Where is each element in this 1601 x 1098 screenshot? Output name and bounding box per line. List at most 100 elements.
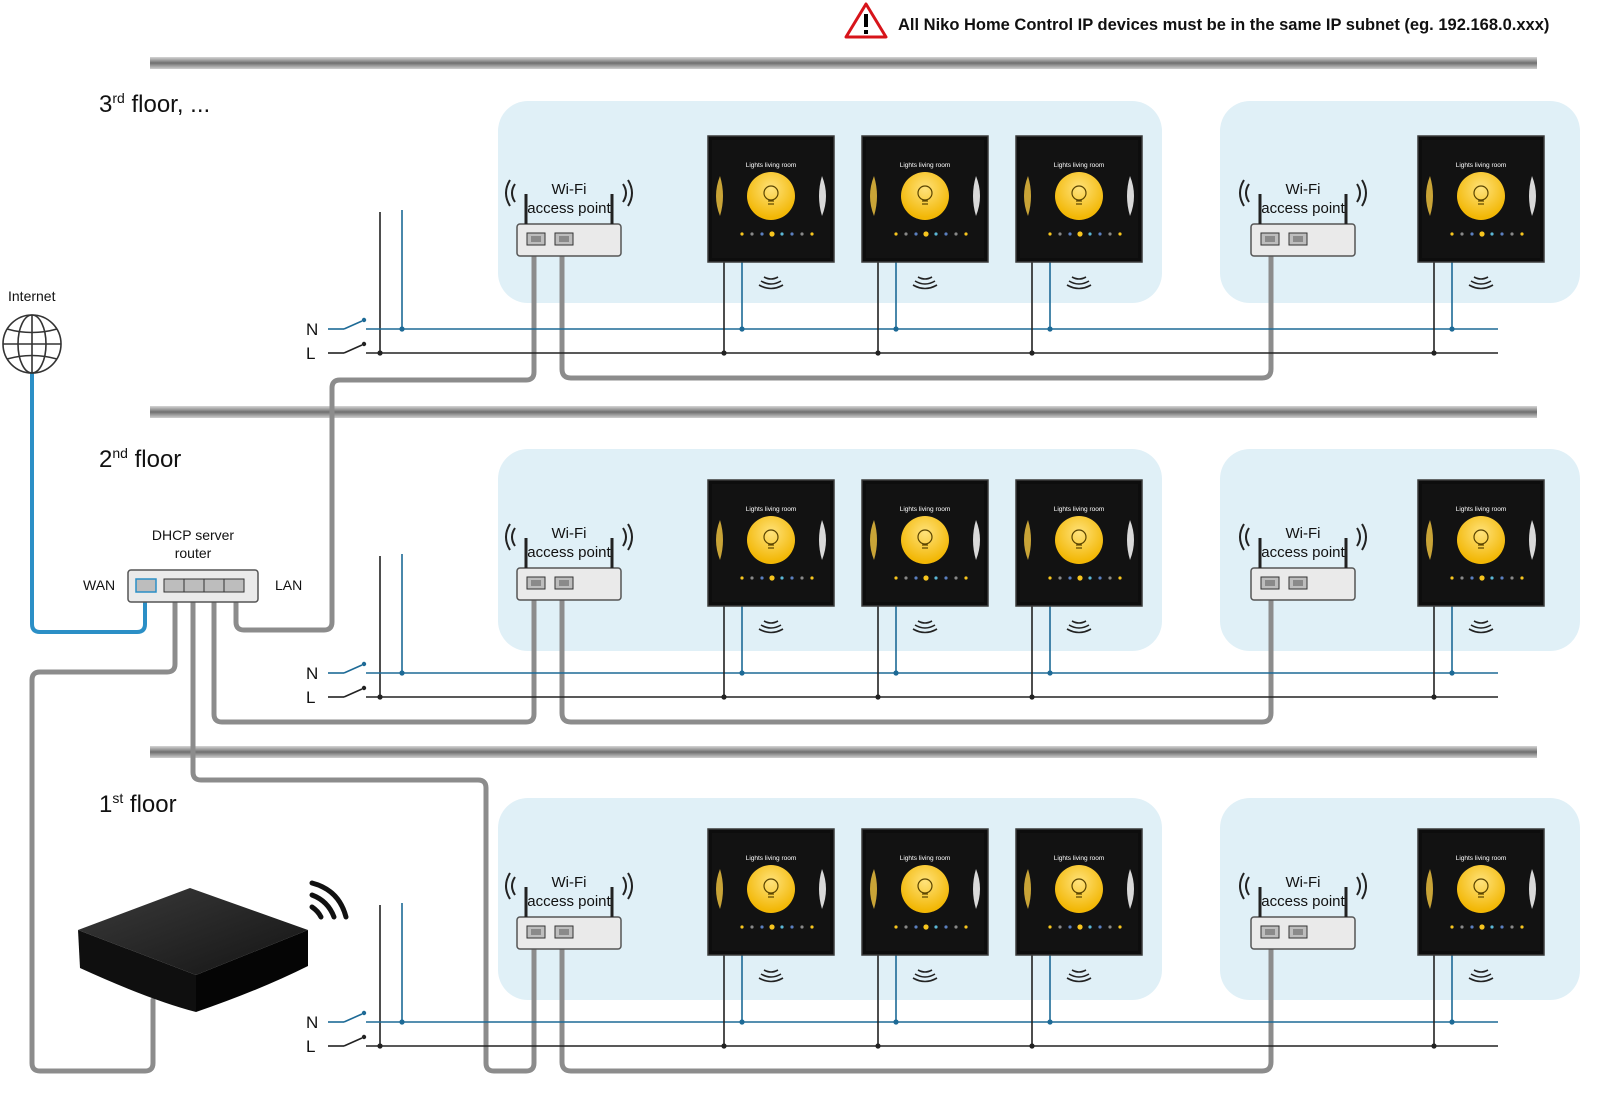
wifi-icon bbox=[309, 880, 349, 920]
access-point-label-line1: Wi-Fi bbox=[552, 181, 587, 198]
line-switch bbox=[343, 688, 363, 698]
touch-panel: Lights living room bbox=[861, 135, 989, 356]
floor-title-1: 1st floor bbox=[99, 790, 177, 818]
wire-junction bbox=[739, 326, 745, 332]
wire-junction bbox=[399, 326, 405, 332]
wire-junction bbox=[739, 1019, 745, 1025]
lan-port bbox=[223, 578, 245, 593]
switch-contact bbox=[361, 661, 367, 667]
internet-globe: Internet bbox=[2, 288, 62, 374]
lan-port bbox=[183, 578, 205, 593]
panel-screen-label: Lights living room bbox=[746, 855, 797, 862]
touch-panel-screen bbox=[1015, 479, 1143, 607]
access-point-label-line1: Wi-Fi bbox=[1286, 181, 1321, 198]
floor-slab bbox=[150, 746, 1537, 758]
access-point-label-line2: access point bbox=[1261, 544, 1345, 561]
floor-slab bbox=[150, 406, 1537, 418]
touch-panel: Lights living room bbox=[1417, 479, 1545, 700]
line-label: L bbox=[306, 688, 315, 707]
touch-panel-screen bbox=[1417, 479, 1545, 607]
floor-title-2: 2nd floor bbox=[99, 445, 181, 473]
warning-text: All Niko Home Control IP devices must be… bbox=[898, 16, 1549, 34]
touch-panel: Lights living room bbox=[861, 479, 989, 700]
touch-panel: Lights living room bbox=[1015, 135, 1143, 356]
touch-panel: Lights living room bbox=[861, 828, 989, 1049]
wire-junction bbox=[893, 326, 899, 332]
wire-junction bbox=[1029, 350, 1035, 356]
router-lan-label: LAN bbox=[275, 577, 302, 593]
wire-junction bbox=[1029, 1043, 1035, 1049]
wire-junction bbox=[399, 670, 405, 676]
wire-junction bbox=[721, 350, 727, 356]
wire-junction bbox=[1449, 670, 1455, 676]
line-label: L bbox=[306, 344, 315, 363]
wire-junction bbox=[1431, 350, 1437, 356]
neutral-switch bbox=[343, 320, 363, 330]
touch-panel: Lights living room bbox=[1417, 135, 1545, 356]
wire-junction bbox=[377, 694, 383, 700]
wire-junction bbox=[1047, 1019, 1053, 1025]
wifi-access-point: Wi-Fi access point bbox=[504, 522, 634, 602]
wire-junction bbox=[1431, 1043, 1437, 1049]
power-bus: NL bbox=[306, 210, 1498, 363]
panel-screen-label: Lights living room bbox=[1054, 506, 1105, 513]
floor-title-3: 3rd floor, ... bbox=[99, 90, 210, 118]
lan-port bbox=[163, 578, 185, 593]
line-label: L bbox=[306, 1037, 315, 1056]
wire-junction bbox=[1449, 1019, 1455, 1025]
touch-panel-screen bbox=[1015, 135, 1143, 263]
access-point-label-line2: access point bbox=[527, 544, 611, 561]
wire-junction bbox=[1431, 694, 1437, 700]
ethernet-cable-floor2-ap2 bbox=[559, 585, 1274, 725]
ethernet-cables bbox=[29, 241, 1274, 1074]
ethernet-cable-floor3 bbox=[233, 241, 537, 633]
access-point-label-line1: Wi-Fi bbox=[1286, 874, 1321, 891]
warning-triangle-icon bbox=[844, 2, 888, 39]
wire-junction bbox=[893, 670, 899, 676]
wire-junction bbox=[1449, 326, 1455, 332]
neutral-switch bbox=[343, 1013, 363, 1023]
wire-junction bbox=[1047, 670, 1053, 676]
touch-panel: Lights living room bbox=[707, 135, 835, 356]
touch-panel: Lights living room bbox=[1015, 828, 1143, 1049]
smart-hub bbox=[78, 880, 349, 1012]
access-point-label-line2: access point bbox=[527, 893, 611, 910]
panel-screen-label: Lights living room bbox=[900, 506, 951, 513]
touch-panel-screen bbox=[861, 828, 989, 956]
touch-panel: Lights living room bbox=[1417, 828, 1545, 1049]
globe-icon bbox=[2, 314, 62, 374]
touch-panel: Lights living room bbox=[707, 479, 835, 700]
touch-panel: Lights living room bbox=[707, 828, 835, 1049]
router: DHCP server router WAN LAN bbox=[83, 527, 302, 603]
floor-slabs bbox=[150, 57, 1537, 758]
panel-screen-label: Lights living room bbox=[900, 855, 951, 862]
ethernet-cable-floor2 bbox=[211, 583, 537, 725]
touch-panel-screen bbox=[707, 135, 835, 263]
neutral-label: N bbox=[306, 1013, 318, 1032]
wire-junction bbox=[1029, 694, 1035, 700]
neutral-label: N bbox=[306, 320, 318, 339]
panel-screen-label: Lights living room bbox=[1456, 162, 1507, 169]
touch-panel-screen bbox=[861, 135, 989, 263]
neutral-switch bbox=[343, 664, 363, 674]
warning-banner: All Niko Home Control IP devices must be… bbox=[844, 2, 1549, 39]
switch-contact bbox=[361, 341, 367, 347]
wire-junction bbox=[893, 1019, 899, 1025]
wire-junction bbox=[1047, 326, 1053, 332]
power-bus: NL bbox=[306, 903, 1498, 1056]
touch-panel-screen bbox=[1417, 828, 1545, 956]
access-point-label-line1: Wi-Fi bbox=[552, 525, 587, 542]
switch-contact bbox=[361, 685, 367, 691]
switch-contact bbox=[361, 1034, 367, 1040]
neutral-label: N bbox=[306, 664, 318, 683]
ethernet-cable-floor3-ap2 bbox=[559, 241, 1274, 381]
panel-screen-label: Lights living room bbox=[900, 162, 951, 169]
